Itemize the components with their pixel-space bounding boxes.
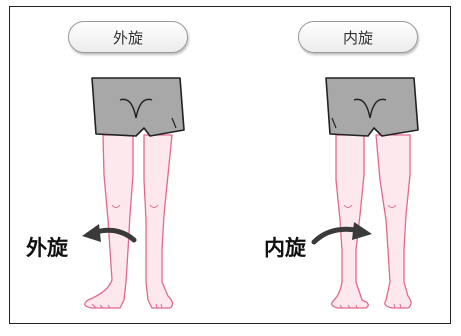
left-figure-leg-1	[85, 135, 133, 308]
right-panel-title: 内旋	[298, 21, 418, 53]
left-rotation-label: 外旋	[26, 232, 68, 262]
right-figure	[314, 78, 418, 308]
right-rotation-label: 内旋	[264, 232, 306, 262]
right-figure-leg-2	[376, 135, 411, 308]
left-figure-shorts	[92, 78, 184, 136]
right-figure-leg-1	[332, 135, 369, 308]
left-figure-leg-2	[144, 135, 173, 308]
right-figure-shorts	[326, 78, 418, 136]
left-figure	[82, 78, 184, 308]
left-panel-title: 外旋	[68, 21, 188, 53]
